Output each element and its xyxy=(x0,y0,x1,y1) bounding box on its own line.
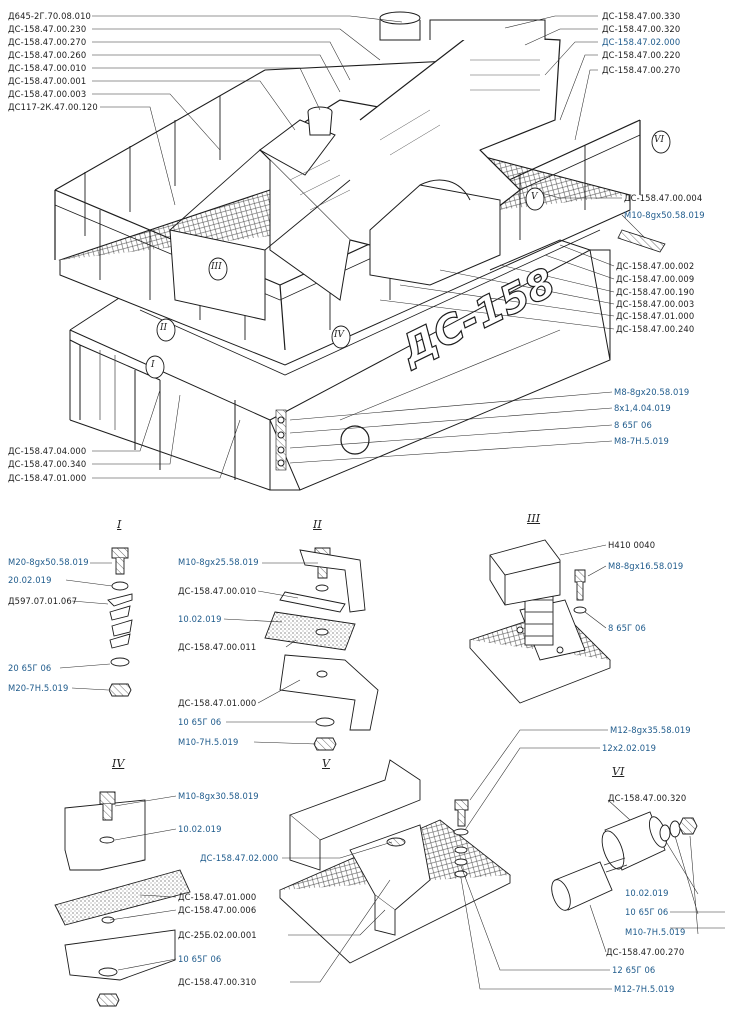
main-label-right-mid-4: ДС-158.47.00.009 xyxy=(616,274,695,284)
main-label-left-bottom-1: ДС-158.47.04.000 xyxy=(8,446,87,456)
main-label-left-3: ДС-158.47.00.270 xyxy=(8,37,87,47)
detail-III-label-1: Н410 0040 xyxy=(608,540,656,550)
view-marker-I: I xyxy=(151,360,155,370)
view-marker-circles xyxy=(145,130,671,379)
detail-IV-label-1: М10-8gх30.58.019 xyxy=(178,791,259,801)
main-label-left-bottom-3: ДС-158.47.01.000 xyxy=(8,473,87,483)
detail-I-leaders xyxy=(59,562,113,691)
detail-VI-art xyxy=(551,811,698,911)
main-label-left-4: ДС-158.47.00.260 xyxy=(8,50,87,60)
main-label-right-mid-3: ДС-158.47.00.002 xyxy=(616,261,695,271)
detail-II-label-7: М10-7Н.5.019 xyxy=(178,737,239,747)
detail-III-title: III xyxy=(527,512,541,525)
detail-V-leaders xyxy=(282,729,612,990)
detail-II-leaders xyxy=(223,562,318,745)
detail-VI-label-3: 10 65Г 06 xyxy=(625,907,669,917)
main-label-left-5: ДС-158.47.00.010 xyxy=(8,63,87,73)
detail-II-title: II xyxy=(313,518,322,531)
detail-IV-label-4: ДС-158.47.00.006 xyxy=(178,905,257,915)
detail-II-label-5: ДС-158.47.01.000 xyxy=(178,698,257,708)
detail-I-label-1: М20-8gх50.58.019 xyxy=(8,557,89,567)
view-marker-IV: IV xyxy=(334,330,345,340)
detail-V-label-6: 12 65Г 06 xyxy=(612,965,656,975)
main-label-right-low-1: М8-8gх20.58.019 xyxy=(614,387,690,397)
main-leader-lines xyxy=(92,15,646,479)
main-assembly-view xyxy=(54,11,666,491)
detail-VI-label-4: М10-7Н.5.019 xyxy=(625,927,686,937)
detail-V-label-4: ДС-25Б.02.00.001 xyxy=(178,930,257,940)
detail-II-label-2: ДС-158.47.00.010 xyxy=(178,586,257,596)
detail-II-label-3: 10.02.019 xyxy=(178,614,222,624)
detail-VI-label-1: ДС-158.47.00.320 xyxy=(608,793,687,803)
detail-IV-label-5: 10 65Г 06 xyxy=(178,954,222,964)
detail-V-label-5: ДС-158.47.00.310 xyxy=(178,977,257,987)
main-label-left-8: ДС117-2К.47.00.120 xyxy=(8,102,98,112)
detail-IV-label-2: 10.02.019 xyxy=(178,824,222,834)
detail-III-label-3: 8 65Г 06 xyxy=(608,623,646,633)
detail-IV-leaders xyxy=(109,795,177,971)
detail-V-label-3: ДС-158.47.02.000 xyxy=(200,853,279,863)
detail-VI-label-2: 10.02.019 xyxy=(625,888,669,898)
detail-IV-art xyxy=(54,791,191,1007)
detail-II-art xyxy=(264,547,379,751)
main-label-right-mid-1: ДС-158.47.00.004 xyxy=(624,193,703,203)
main-label-right-mid-6: ДС-158.47.00.003 xyxy=(616,299,695,309)
main-label-right-top-4: ДС-158.47.00.220 xyxy=(602,50,681,60)
detail-III-leaders xyxy=(559,544,607,629)
detail-IV-title: IV xyxy=(112,757,125,770)
main-label-right-mid-8: ДС-158.47.00.240 xyxy=(616,324,695,334)
detail-IV-label-3: ДС-158.47.01.000 xyxy=(178,892,257,902)
view-marker-VI: VI xyxy=(654,135,665,145)
view-marker-V: V xyxy=(531,192,538,202)
main-label-right-top-5: ДС-158.47.00.270 xyxy=(602,65,681,75)
main-label-right-top-3: ДС-158.47.02.000 xyxy=(602,37,681,47)
main-label-left-1: Д645-2Г.70.08.010 xyxy=(8,11,91,21)
detail-VI-title: VI xyxy=(612,765,625,778)
detail-V-label-2: 12х2.02.019 xyxy=(602,743,657,753)
detail-III-art xyxy=(469,539,611,704)
detail-VI-leaders xyxy=(589,799,725,953)
detail-I-label-4: 20 65Г 06 xyxy=(8,663,52,673)
detail-I-label-3: Д597.07.01.067 xyxy=(8,596,78,606)
detail-II-label-4: ДС-158.47.00.011 xyxy=(178,642,257,652)
main-label-right-mid-7: ДС-158.47.01.000 xyxy=(616,311,695,321)
detail-II-label-6: 10 65Г 06 xyxy=(178,717,222,727)
detail-VI-label-5: ДС-158.47.00.270 xyxy=(606,947,685,957)
main-label-right-low-4: М8-7Н.5.019 xyxy=(614,436,669,446)
main-label-right-low-3: 8 65Г 06 xyxy=(614,420,652,430)
detail-I-label-2: 20.02.019 xyxy=(8,575,52,585)
main-label-right-low-2: 8х1,4.04.019 xyxy=(614,403,671,413)
view-marker-II: II xyxy=(160,323,168,333)
detail-V-art xyxy=(279,759,511,964)
main-label-left-7: ДС-158.47.00.003 xyxy=(8,89,87,99)
view-marker-III: III xyxy=(211,262,222,272)
main-label-left-2: ДС-158.47.00.230 xyxy=(8,24,87,34)
detail-I-label-5: М20-7Н.5.019 xyxy=(8,683,69,693)
detail-III-label-2: М8-8gх16.58.019 xyxy=(608,561,684,571)
detail-V-label-1: М12-8gх35.58.019 xyxy=(610,725,691,735)
detail-II-label-1: М10-8gх25.58.019 xyxy=(178,557,259,567)
main-label-left-bottom-2: ДС-158.47.00.340 xyxy=(8,459,87,469)
detail-I-title: I xyxy=(117,518,122,531)
main-label-right-mid-5: ДС-158.47.00.190 xyxy=(616,287,695,297)
detail-V-label-7: М12-7Н.5.019 xyxy=(614,984,675,994)
main-label-right-top-2: ДС-158.47.00.320 xyxy=(602,24,681,34)
detail-V-title: V xyxy=(322,757,330,770)
detail-I-art xyxy=(107,547,133,697)
main-label-right-top-1: ДС-158.47.00.330 xyxy=(602,11,681,21)
main-label-right-mid-2: М10-8gх50.58.019 xyxy=(624,210,705,220)
main-label-left-6: ДС-158.47.00.001 xyxy=(8,76,87,86)
